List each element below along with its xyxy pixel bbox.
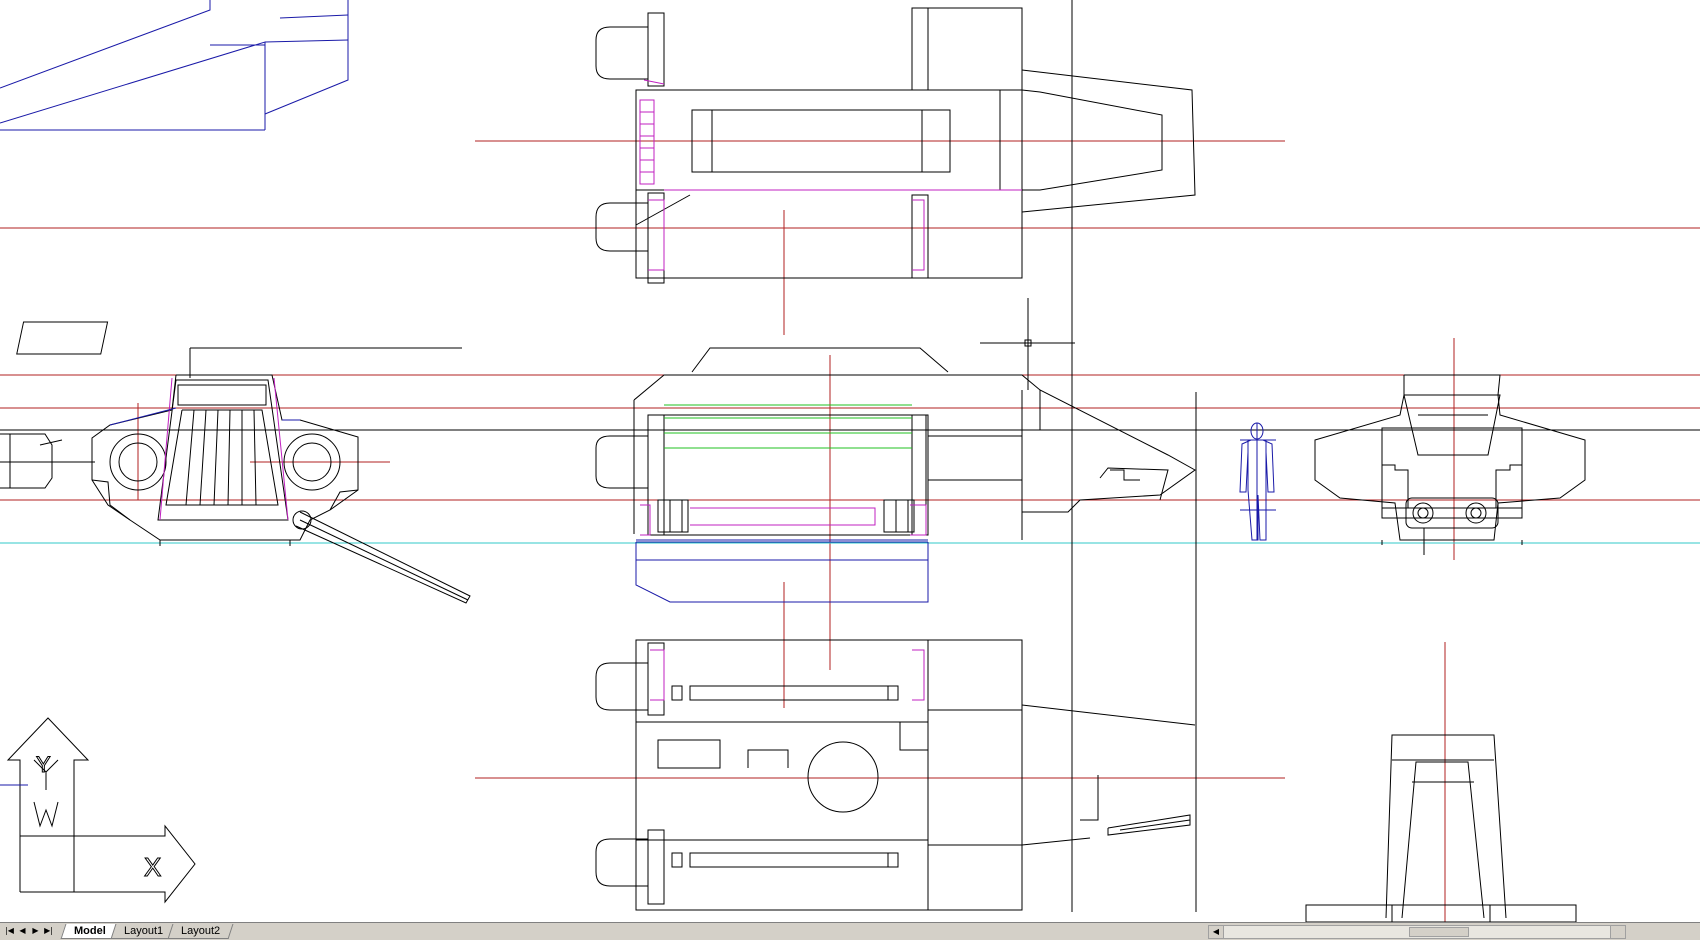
layout-tab-bar: |◀ ◀ ▶ ▶| Model Layout1 Layout2 ◀	[0, 922, 1700, 940]
side-view-ramp	[635, 539, 929, 603]
top-view	[595, 7, 1196, 284]
front-view-left-magenta	[159, 377, 289, 521]
side-view-dashed	[928, 435, 1022, 481]
side-view-magenta	[640, 504, 927, 536]
rear-view	[1305, 734, 1577, 922]
bottom-view-magenta	[650, 649, 925, 701]
horizontal-scrollbar[interactable]: ◀	[1208, 925, 1626, 939]
last-tab-arrow-icon[interactable]: ▶|	[44, 926, 53, 935]
front-view-left-blue	[109, 407, 300, 426]
side-view	[595, 347, 1196, 540]
scroll-left-arrow-icon[interactable]: ◀	[1209, 926, 1224, 938]
crosshair-cursor-icon	[980, 298, 1075, 390]
top-view-vents	[639, 79, 1022, 271]
prev-tab-arrow-icon[interactable]: ◀	[19, 926, 26, 935]
reference-lines	[0, 140, 1700, 922]
first-tab-arrow-icon[interactable]: |◀	[5, 926, 14, 935]
next-tab-arrow-icon[interactable]: ▶	[32, 926, 39, 935]
front-view-right	[1314, 374, 1586, 555]
partial-view-top-left	[0, 0, 349, 131]
ucs-icon	[6, 717, 196, 904]
tab-layout1[interactable]: Layout1	[110, 924, 177, 939]
bottom-view	[595, 639, 1196, 911]
scroll-thumb[interactable]	[1409, 927, 1469, 937]
ucs-y-label: Y	[36, 752, 51, 777]
front-view-left	[0, 321, 471, 604]
ucs-x-label: X	[144, 852, 161, 882]
tab-layout2[interactable]: Layout2	[167, 924, 234, 939]
human-scale-figure	[1239, 422, 1276, 541]
side-view-green	[664, 404, 912, 449]
scroll-right-arrow-icon[interactable]	[1610, 926, 1625, 938]
